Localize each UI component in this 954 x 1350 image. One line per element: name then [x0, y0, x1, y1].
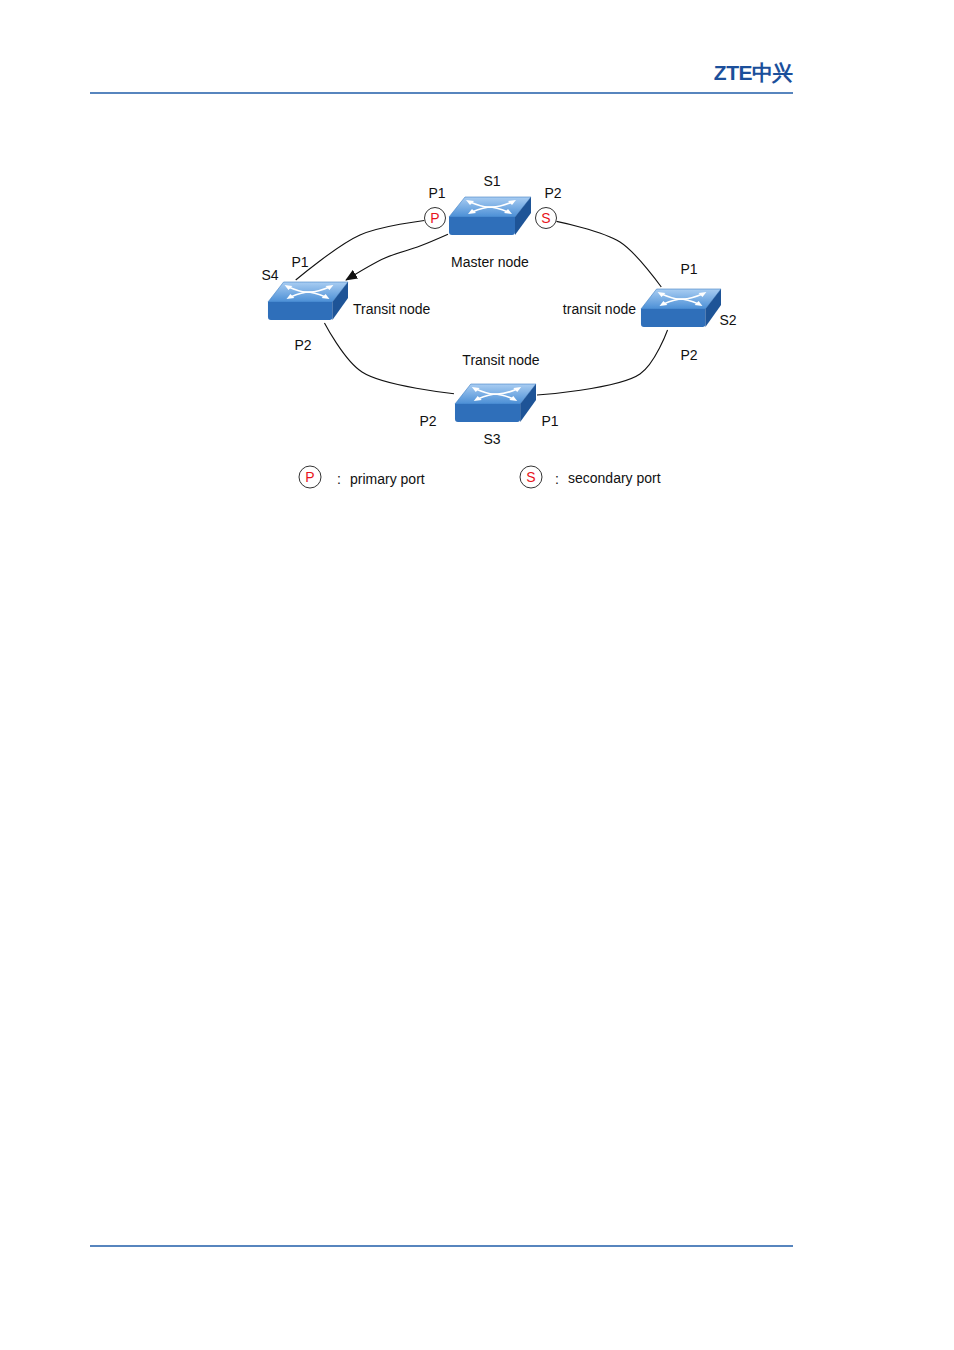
- port-role-letter: S: [541, 210, 550, 226]
- switch-node: Transit nodeS3: [454, 382, 537, 425]
- port-circle: P: [424, 207, 446, 229]
- legend-symbol-letter: P: [305, 469, 314, 485]
- switch-name: S1: [483, 173, 500, 189]
- port-name: P2: [419, 413, 436, 429]
- port-role-letter: P: [430, 210, 439, 226]
- legend-separator: :: [555, 471, 559, 487]
- legend-text: secondary port: [568, 470, 661, 486]
- ring-link: [296, 220, 425, 280]
- port-name: P1: [541, 413, 558, 429]
- ring-link: [537, 330, 668, 395]
- port-name: P2: [294, 337, 311, 353]
- switch-icon: [267, 280, 349, 323]
- header-rule: [90, 92, 793, 94]
- footer-rule: [90, 1245, 793, 1247]
- company-logo: ZTE中兴: [714, 61, 793, 85]
- switch-node: S4Transit node: [267, 280, 349, 323]
- legend-port-circle: [520, 466, 542, 488]
- port-name: P1: [428, 185, 445, 201]
- legend-symbol-letter: S: [526, 469, 535, 485]
- switch-icon: [454, 382, 537, 425]
- node-role-label: Master node: [451, 254, 529, 270]
- switch-name: S3: [483, 431, 500, 447]
- switch-name: S4: [261, 267, 278, 283]
- legend-separator: :: [337, 471, 341, 487]
- port-name: P1: [680, 261, 697, 277]
- switch-icon: [640, 287, 722, 330]
- switch-icon: [448, 195, 532, 238]
- legend-text: primary port: [350, 471, 425, 487]
- legend-port-circle: [299, 466, 321, 488]
- legend-entry: secondary port: [568, 470, 661, 486]
- port-name: P2: [544, 185, 561, 201]
- node-role-label: transit node: [563, 301, 636, 317]
- port-name: P1: [291, 254, 308, 270]
- node-role-label: Transit node: [353, 301, 430, 317]
- legend-entry: primary port: [350, 471, 425, 487]
- switch-name: S2: [719, 312, 736, 328]
- switch-node: transit nodeS2: [640, 287, 722, 330]
- switch-node: S1Master node: [448, 195, 532, 238]
- ring-link: [556, 221, 661, 287]
- port-name: P2: [680, 347, 697, 363]
- node-role-label: Transit node: [462, 352, 539, 368]
- port-circle: S: [535, 207, 557, 229]
- direction-arrow: [346, 234, 448, 280]
- ring-link: [324, 323, 454, 394]
